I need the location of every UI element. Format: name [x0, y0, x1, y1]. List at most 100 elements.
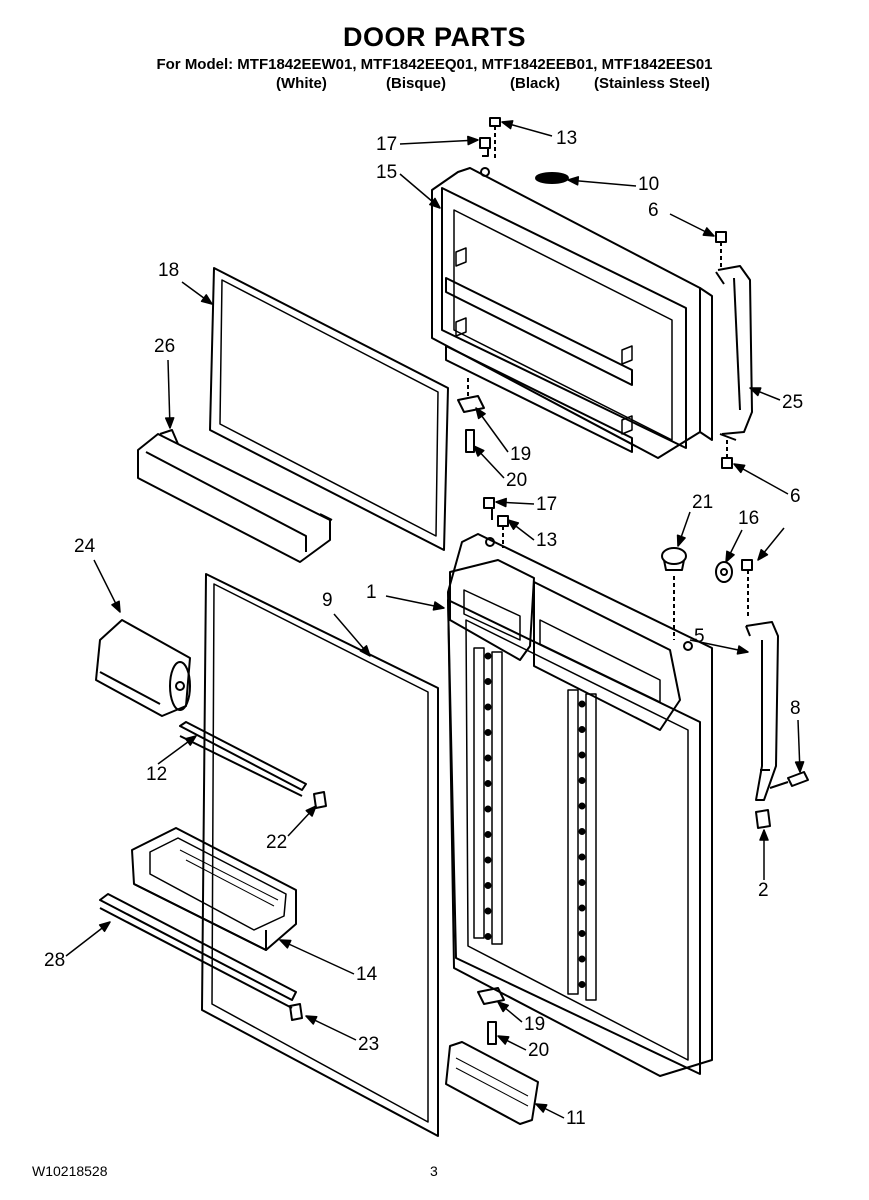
door-bin-part-14: [131, 827, 297, 951]
screw-part-8: [769, 771, 809, 789]
callout-19: 19: [510, 444, 531, 465]
leader-arrow: [676, 511, 691, 547]
screw-part-13-mid: [497, 515, 509, 548]
leader-arrow: [279, 939, 355, 975]
plug-part-17-top: [479, 137, 491, 157]
leader-arrow: [794, 719, 805, 773]
clip-part-2: [755, 809, 771, 829]
freezer-handle-part-25: [715, 265, 753, 441]
variant-stainless-steel: (Stainless Steel): [594, 75, 710, 92]
rail-dot: [484, 882, 492, 889]
callout-leaders: [65, 120, 805, 1119]
callout-12: 12: [146, 764, 167, 785]
shelf-trim-part-12: [179, 721, 307, 797]
end-cap-part-23: [289, 1003, 303, 1021]
rail-dot: [484, 780, 492, 787]
leader-arrow: [725, 529, 743, 563]
callout-14: 14: [356, 964, 378, 985]
callout-2: 2: [758, 880, 769, 901]
callout-24: 24: [74, 536, 96, 557]
rail-dot: [484, 754, 492, 762]
leader-arrow: [164, 359, 175, 429]
callout-13: 13: [556, 128, 577, 149]
refrigerator-gasket-part-9: [201, 573, 439, 1137]
variant-white: (White): [276, 75, 327, 92]
callout-21: 21: [692, 492, 713, 513]
callout-20: 20: [506, 470, 527, 491]
dairy-cover-part-24: [95, 619, 191, 717]
leader-arrow: [497, 1035, 527, 1051]
callout-26: 26: [154, 336, 175, 357]
leader-arrow: [757, 527, 785, 561]
leader-arrow: [305, 1015, 357, 1041]
leader-arrow: [567, 176, 637, 187]
screw-part-20-top: [465, 429, 475, 453]
screw-part-6-lower-right: [741, 559, 753, 618]
callout-23: 23: [358, 1034, 379, 1055]
rail-dot: [578, 981, 586, 988]
badge-part-10: [535, 172, 569, 184]
rail-dot: [578, 726, 586, 733]
callout-17: 17: [376, 134, 397, 155]
leader-arrow: [65, 921, 111, 957]
page-number: 3: [430, 1163, 438, 1179]
callout-13-mid: 13: [536, 530, 557, 551]
rail-dot: [578, 777, 586, 784]
leader-arrow: [535, 1103, 565, 1119]
rail-dots: [484, 652, 586, 988]
callout-19-bottom: 19: [524, 1014, 545, 1035]
leader-arrow: [333, 613, 371, 657]
rail-dot: [484, 856, 492, 864]
callout-18: 18: [158, 260, 179, 281]
rail-dot: [484, 729, 492, 736]
rail-dot: [578, 904, 586, 912]
refrigerator-handle-part-5: [745, 621, 779, 801]
plug-part-17-mid: [483, 497, 495, 520]
hinge-part-19-top: [457, 378, 485, 413]
rail-dot: [484, 678, 492, 685]
rail-dot: [484, 703, 492, 711]
refrigerator-door-part-1: [447, 533, 713, 1077]
callout-8: 8: [790, 698, 801, 719]
door-rail-left: [473, 647, 503, 945]
leader-arrow: [733, 463, 789, 495]
rail-dot: [578, 802, 586, 810]
callout-20-bottom: 20: [528, 1040, 549, 1061]
bushing-part-16: [715, 561, 733, 583]
hinge-part-19-bottom: [477, 987, 505, 1005]
leader-arrow: [669, 213, 715, 237]
rail-dot: [484, 831, 492, 838]
leader-arrow: [399, 173, 441, 209]
leader-arrow: [93, 559, 121, 613]
rail-dot: [484, 652, 492, 660]
callout-22: 22: [266, 832, 287, 853]
bin-trim-part-28: [99, 893, 297, 1009]
leader-arrow: [501, 120, 553, 137]
callout-25: 25: [782, 392, 803, 413]
leader-arrow: [497, 1001, 523, 1023]
callout-10: 10: [638, 174, 659, 195]
screw-part-13-top: [489, 117, 501, 160]
leader-arrow: [157, 735, 197, 765]
leader-arrow: [181, 281, 213, 305]
rail-dot: [578, 930, 586, 937]
leader-arrow: [399, 135, 479, 146]
end-cap-part-22: [313, 791, 327, 809]
screw-part-20-bottom: [487, 1021, 497, 1045]
rail-dot: [578, 955, 586, 963]
leader-arrow: [507, 519, 535, 541]
leader-arrow: [749, 387, 781, 401]
document-number: W10218528: [32, 1163, 108, 1179]
screw-part-6-top: [715, 231, 727, 268]
callout-17-mid: 17: [536, 494, 557, 515]
rail-dot: [578, 828, 586, 835]
rail-dot: [578, 879, 586, 886]
callout-28: 28: [44, 950, 65, 971]
leader-arrow: [689, 639, 749, 655]
callout-9: 9: [322, 590, 333, 611]
screw-part-6-lower: [721, 440, 733, 469]
cap-part-21: [661, 547, 687, 640]
rail-dot: [578, 853, 586, 861]
leader-arrow: [473, 445, 505, 479]
